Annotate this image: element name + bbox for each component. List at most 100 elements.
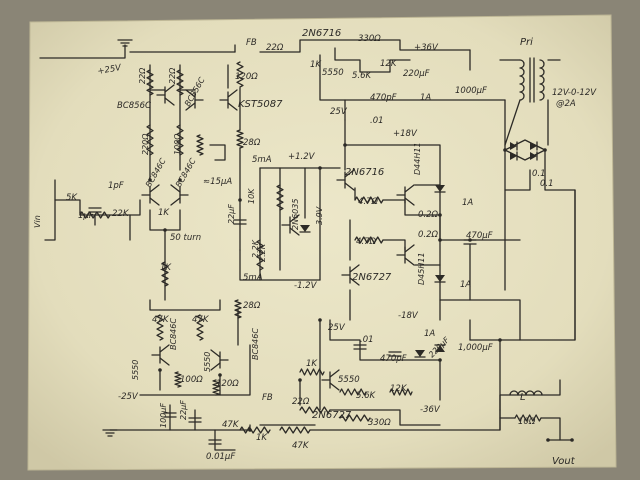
label-r-47-a: 4.7Ω: [358, 197, 379, 207]
wire: [439, 299, 521, 341]
label-q-2n6716-top: 2N6716: [302, 28, 341, 39]
wire: [149, 299, 221, 311]
label-r-47k-b: 47K: [192, 315, 210, 325]
label-minus18v: -18V: [398, 311, 419, 321]
resistor: [239, 426, 271, 434]
diode: [510, 142, 517, 150]
label-r-22-b: 22Ω: [168, 67, 177, 84]
resistor: [156, 314, 164, 341]
resistor: [354, 196, 384, 204]
transistor-collector: [149, 184, 160, 193]
label-d-39v: 3.9V: [315, 206, 324, 225]
label-c-470uf: 470μF: [466, 231, 493, 241]
junction-dot: [218, 373, 222, 377]
diode: [415, 350, 425, 357]
label-r-12k-bot: 12K: [390, 384, 408, 394]
junction-dot: [343, 143, 347, 147]
transistor-collector: [404, 244, 415, 253]
resistor: [339, 388, 367, 396]
label-q-2n6716-out: 2N6716: [345, 167, 384, 178]
resistor: [236, 129, 244, 149]
resistor: [212, 379, 220, 396]
transistor-emitter: [149, 197, 160, 206]
resistor: [299, 368, 325, 376]
junction-dot: [438, 358, 442, 362]
label-inductor-l: L: [520, 392, 526, 403]
resistor: [299, 406, 331, 414]
label-r-2k: 2.2K: [251, 239, 260, 258]
transistor-collector: [185, 89, 196, 98]
wire: [382, 199, 441, 216]
transistor-emitter: [164, 97, 175, 106]
wire: [329, 409, 441, 426]
transistor-collector: [404, 184, 415, 193]
transistor-emitter: [210, 362, 221, 371]
label-r-100-b: 100Ω: [180, 375, 203, 385]
label-vin: Vin: [33, 215, 42, 228]
junction-dot: [543, 148, 547, 152]
circuit-wires: [39, 39, 576, 451]
label-plus12v: +1.2V: [288, 152, 316, 162]
label-c-100uf: 100μF: [159, 403, 168, 428]
transistor-emitter: [170, 197, 181, 206]
resistor: [174, 371, 182, 388]
label-c-01-top: .01: [370, 116, 384, 126]
wire: [334, 47, 411, 73]
transistor-collector: [349, 264, 360, 273]
label-r-47k-d: 47K: [292, 441, 310, 451]
resistor: [234, 299, 242, 319]
label-r-5550-c: 5550: [338, 375, 360, 385]
label-sec-current: @2A: [556, 99, 576, 109]
label-r-47k-c: 47K: [222, 420, 240, 430]
resistor: [354, 236, 384, 244]
label-r-1k-b: 1K: [160, 263, 172, 273]
transistor-emitter: [404, 197, 415, 206]
label-r-120-b: 120Ω: [216, 379, 239, 389]
label-fb-top: FB: [246, 38, 257, 48]
label-r-56k-bot: 5.6K: [356, 391, 377, 401]
label-r-22-top: 22Ω: [266, 43, 284, 53]
label-c-25v-bot: 25V: [328, 323, 346, 333]
inductor-coil: [519, 59, 525, 101]
resistor: [146, 69, 154, 96]
label-c-01-e: 0.1: [540, 179, 554, 189]
wire: [214, 429, 236, 451]
junction-dot: [298, 378, 302, 382]
label-r-1k-top: 1K: [310, 60, 322, 70]
label-r-1k-d: 1K: [256, 433, 268, 443]
transistor-collector: [344, 169, 355, 178]
label-r-47-b: 4.7Ω: [356, 237, 377, 247]
label-c-01-c: 0.01μF: [206, 452, 235, 462]
diode: [435, 185, 445, 192]
label-fb-bot: FB: [262, 393, 273, 403]
label-c-470pf-top: 470pF: [370, 93, 397, 103]
label-plus25v: +25V: [97, 63, 123, 77]
label-c-22uf: 22μF: [227, 204, 236, 224]
label-c-1pf: 1pF: [108, 181, 124, 191]
wire: [259, 39, 471, 53]
label-q-kst5087: KST5087: [238, 99, 283, 110]
label-r-5550-top: 5550: [322, 68, 344, 78]
label-r-28-a: 28Ω: [243, 138, 261, 148]
label-r-12k-top: 12K: [380, 59, 398, 69]
wire: [209, 144, 226, 161]
label-c-220uf-top: 220μF: [403, 69, 430, 79]
wire: [329, 319, 396, 361]
label-c-1uf: 1μF: [78, 211, 94, 221]
wire: [239, 249, 321, 281]
label-q-bc846c-d: BC846C: [251, 328, 260, 360]
wire: [39, 44, 126, 59]
resistor: [146, 124, 154, 156]
transistor-emitter: [227, 102, 238, 111]
transistor-emitter: [349, 277, 360, 286]
label-r-100-a: 100Ω: [173, 133, 182, 155]
label-r-47k-a: 47K: [152, 315, 170, 325]
label-i-15ua: ≈15μA: [203, 177, 232, 187]
resistor: [339, 414, 371, 422]
label-r-22k: 22K: [112, 209, 130, 219]
resistor: [276, 184, 284, 211]
label-r-1a-a: 1A: [462, 198, 473, 208]
junction-dot: [318, 318, 322, 322]
junction-dot: [178, 178, 182, 182]
transistor-collector: [210, 349, 221, 358]
